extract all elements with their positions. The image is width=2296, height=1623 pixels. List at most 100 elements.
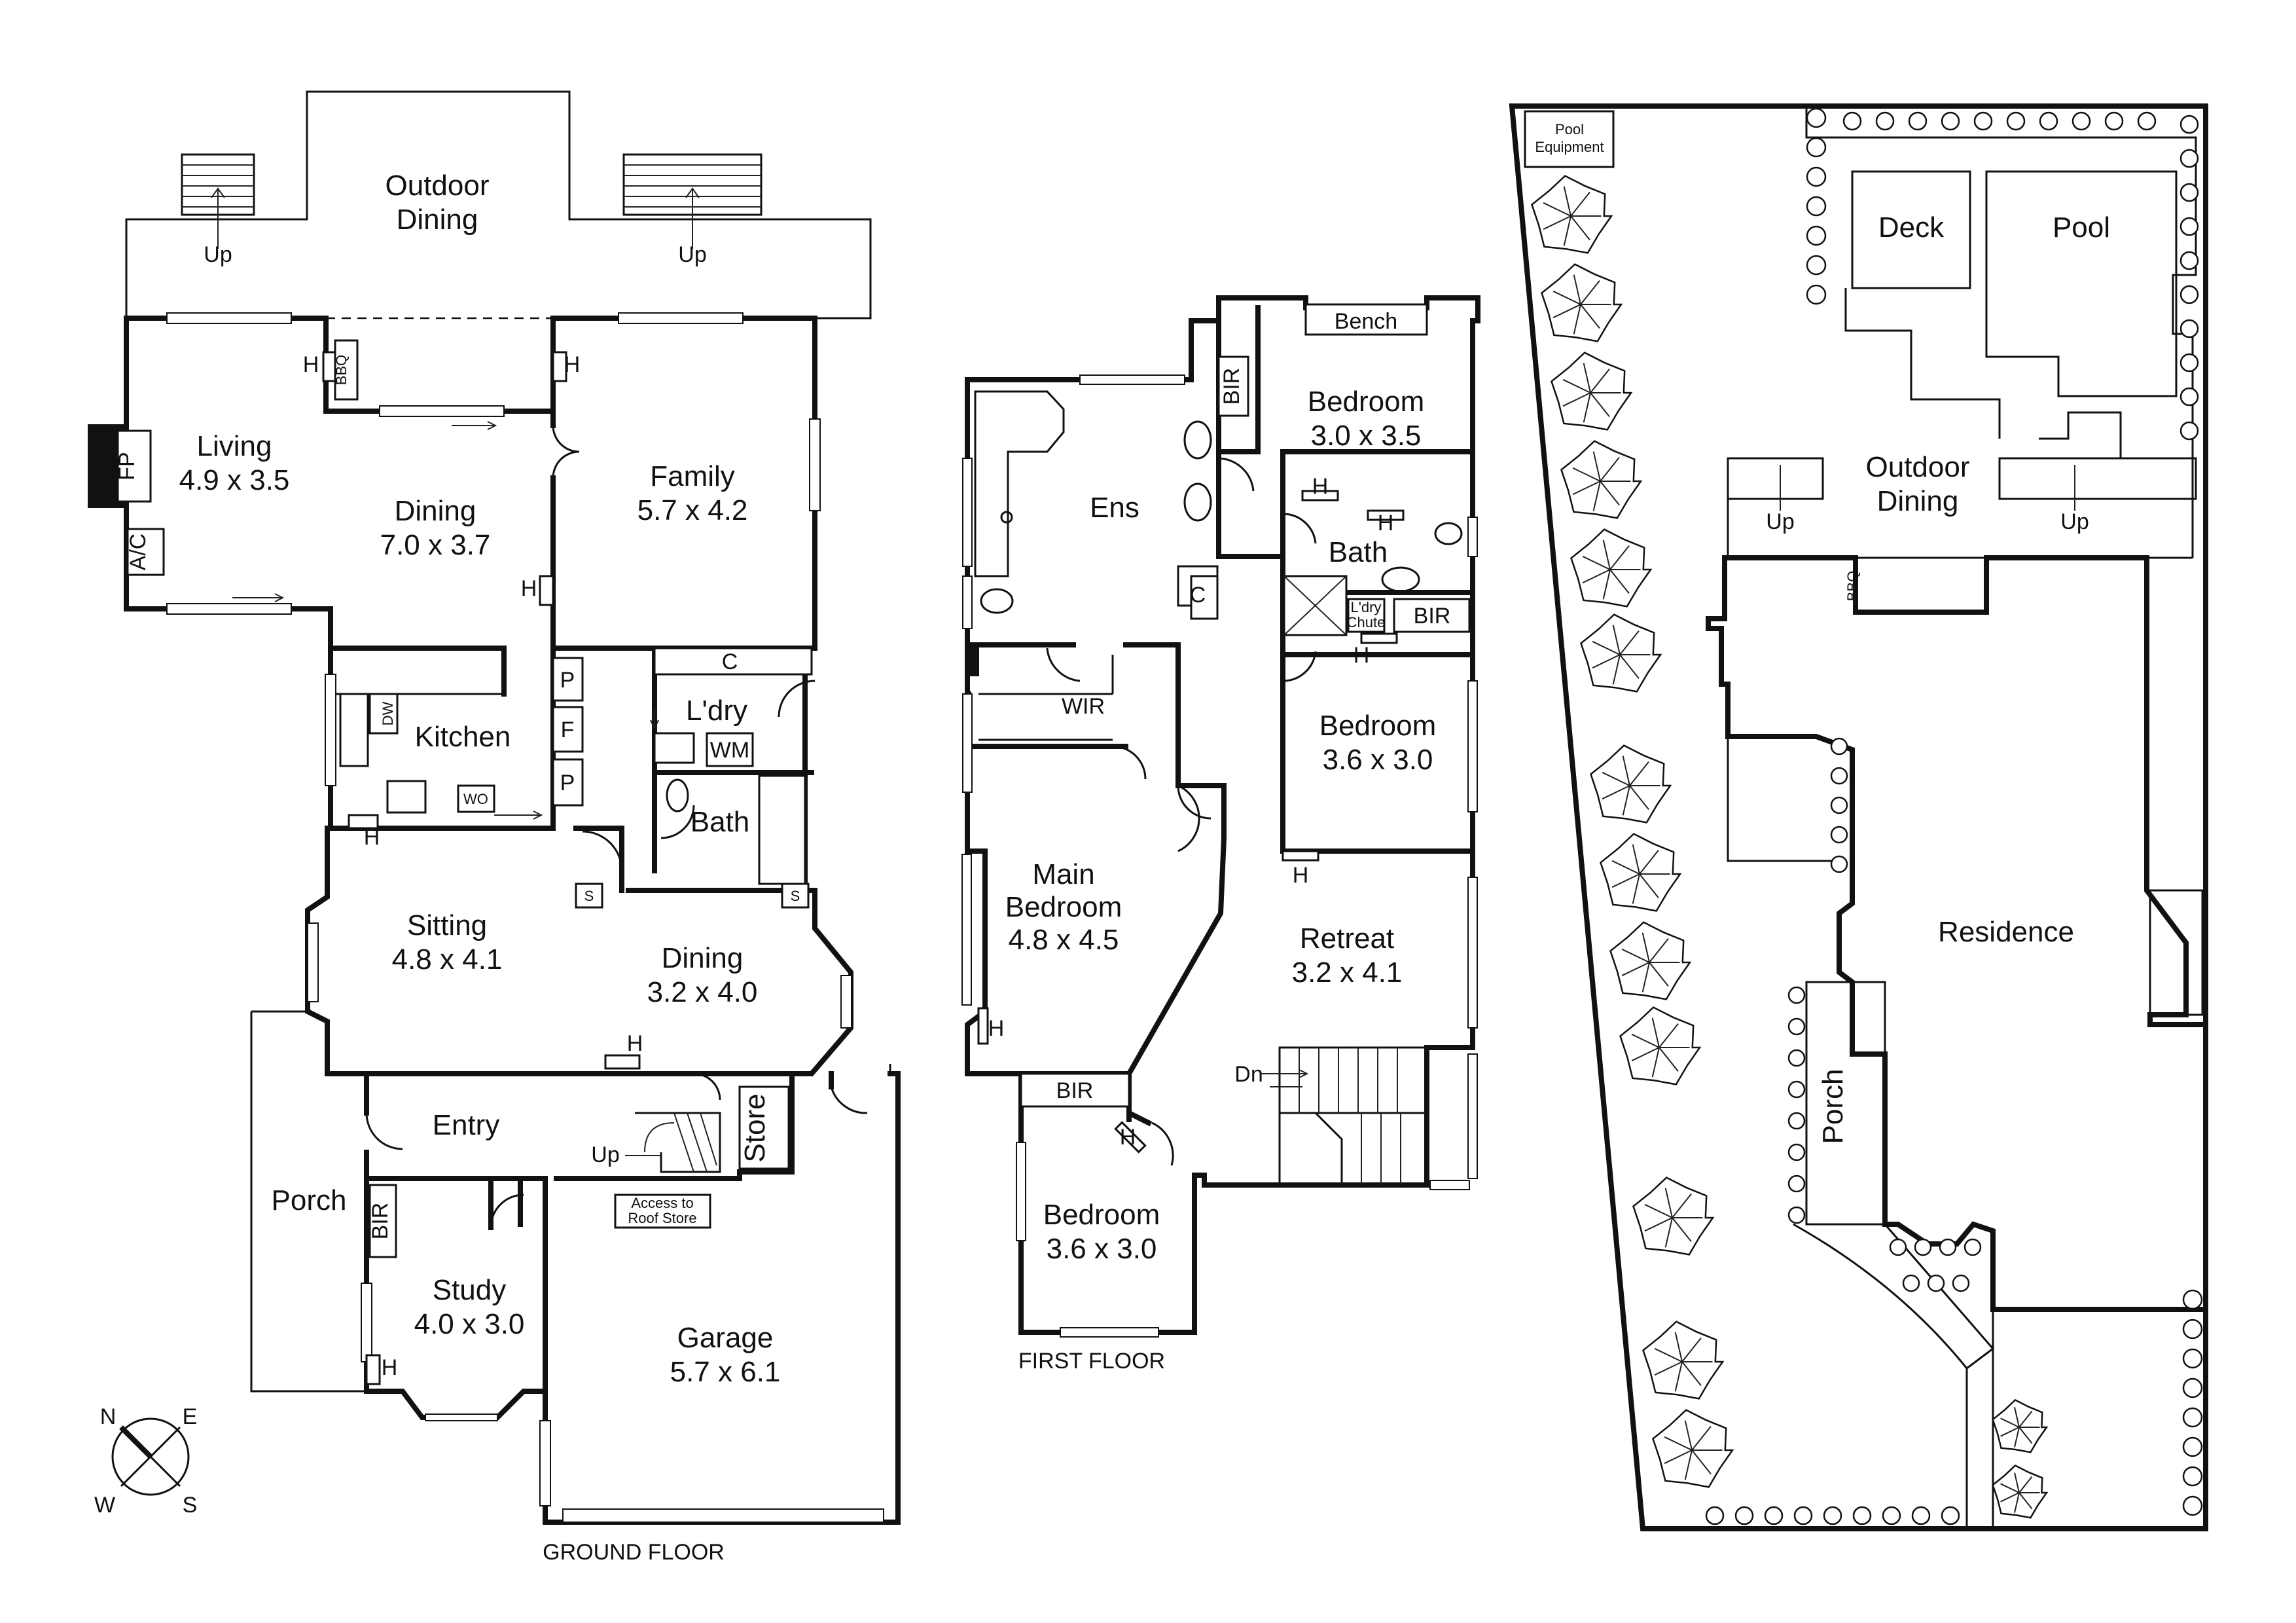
bench-label: Bench [1335, 309, 1397, 334]
site-up-right: Up [2060, 509, 2089, 534]
ff-bir-bath-label: BIR [1414, 604, 1451, 629]
pool-equipment-box [1524, 110, 1615, 168]
gf-bath-label: Bath [691, 806, 750, 838]
gf-outdoor-label-2: Dining [397, 204, 478, 236]
gf-h-5: H [627, 1031, 643, 1056]
bed-a-size: 3.0 x 3.5 [1311, 420, 1422, 452]
wall-oven [457, 784, 495, 813]
gf-cupboard-label: C [722, 649, 738, 674]
tree-icon [1580, 613, 1662, 693]
shrub-icon [2179, 421, 2199, 441]
cupboard-box [653, 647, 813, 676]
garage-size: 5.7 x 6.1 [670, 1356, 781, 1388]
site-up-left: Up [1766, 509, 1794, 534]
shrub-icon [1875, 111, 1895, 131]
sitting-label: Sitting [407, 909, 487, 941]
sitting-size: 4.8 x 4.1 [392, 943, 503, 976]
shrub-icon [2182, 1319, 2203, 1340]
east-side-strip [2149, 889, 2204, 1016]
shrub-icon [1914, 1238, 1932, 1256]
shrub-icon [1911, 1506, 1931, 1525]
shrub-icon [1830, 796, 1848, 814]
wo-label: WO [463, 791, 488, 807]
retreat-size: 3.2 x 4.1 [1292, 957, 1403, 989]
shrub-icon [1787, 1206, 1806, 1224]
outdoor-dining-deck [125, 90, 872, 319]
shrub-icon [2182, 1407, 2203, 1428]
porch-outline [250, 1010, 367, 1393]
tree-icon [1619, 1006, 1702, 1085]
gf-bbq-label: BBQ [333, 355, 350, 385]
pantry-box-2 [552, 758, 584, 807]
shrub-icon [2179, 149, 2199, 168]
compass-w: W [94, 1493, 115, 1518]
garage-label: Garage [677, 1322, 774, 1354]
gf-h-3: H [521, 576, 537, 601]
dining-bottom-label: Dining [662, 942, 744, 974]
deck-steps-left [181, 153, 255, 249]
shrub-icon [1793, 1506, 1813, 1525]
ac-box [126, 528, 165, 576]
study-size: 4.0 x 3.0 [414, 1308, 525, 1340]
site-steps-left [1727, 457, 1824, 500]
gf-up-right: Up [678, 242, 706, 267]
shrub-icon [2137, 111, 2157, 131]
residence-label: Residence [1938, 916, 2074, 948]
bed-a-label: Bedroom [1308, 386, 1425, 418]
kitchen-label: Kitchen [415, 721, 511, 753]
shrub-icon [1806, 255, 1827, 276]
s-label-1: S [584, 888, 594, 904]
main-bed-label-1: Main [1032, 858, 1094, 890]
shrub-icon [1806, 166, 1827, 187]
pool-area-outline [1805, 106, 2197, 558]
store-box [738, 1085, 790, 1170]
fridge-label: F [561, 718, 575, 742]
bed-c-size: 3.6 x 3.0 [1047, 1233, 1157, 1265]
family-size: 5.7 x 4.2 [637, 494, 748, 526]
bir-box-ground [368, 1184, 397, 1258]
gf-h-6: H [382, 1355, 398, 1380]
gf-up-left: Up [204, 242, 232, 267]
shrub-icon [2182, 1495, 2203, 1516]
washing-machine [706, 732, 754, 767]
entry-door [365, 1112, 403, 1150]
ff-c-label: C [1190, 583, 1206, 608]
shrub-icon [1823, 1506, 1842, 1525]
shrub-icon [1806, 107, 1827, 128]
ff-black-block [967, 645, 979, 676]
curved-path [1793, 1223, 1995, 1370]
shrub-icon [1842, 111, 1862, 131]
cooktop [386, 780, 427, 814]
ff-bir-bottom-label: BIR [1056, 1078, 1094, 1103]
study-label: Study [433, 1274, 507, 1306]
roof-access-box [614, 1194, 711, 1229]
site-outdoor-edge [1727, 499, 2193, 559]
site-porch-label: Porch [1817, 1069, 1849, 1144]
s-box-right [781, 883, 810, 909]
shrub-icon [1806, 137, 1827, 158]
shrub-icon [2182, 1289, 2203, 1310]
shrub-icon [2104, 111, 2124, 131]
ff-bir-box-bottom [1020, 1072, 1130, 1108]
shrub-icon [1939, 1238, 1957, 1256]
shrub-icon [1787, 1049, 1806, 1067]
porch-label: Porch [272, 1184, 347, 1216]
fridge-box [552, 706, 584, 753]
bed-b-size: 3.6 x 3.0 [1323, 744, 1433, 776]
gf-h-2: H [564, 352, 581, 377]
shrub-icon [1705, 1506, 1725, 1525]
shrub-icon [1787, 1112, 1806, 1130]
compass-e: E [183, 1404, 198, 1429]
shrub-icon [2179, 251, 2199, 270]
main-bed-label-2: Bedroom [1005, 891, 1122, 923]
residence-outline [1706, 555, 2208, 1312]
family-label: Family [650, 460, 735, 492]
shrub-icon [1787, 1080, 1806, 1099]
store-door [693, 1072, 721, 1101]
shrub-icon [1830, 767, 1848, 785]
bed-b-label: Bedroom [1319, 710, 1437, 742]
tree-icon [1992, 1464, 2049, 1519]
shrub-icon [1882, 1506, 1901, 1525]
shrub-icon [1941, 111, 1960, 131]
